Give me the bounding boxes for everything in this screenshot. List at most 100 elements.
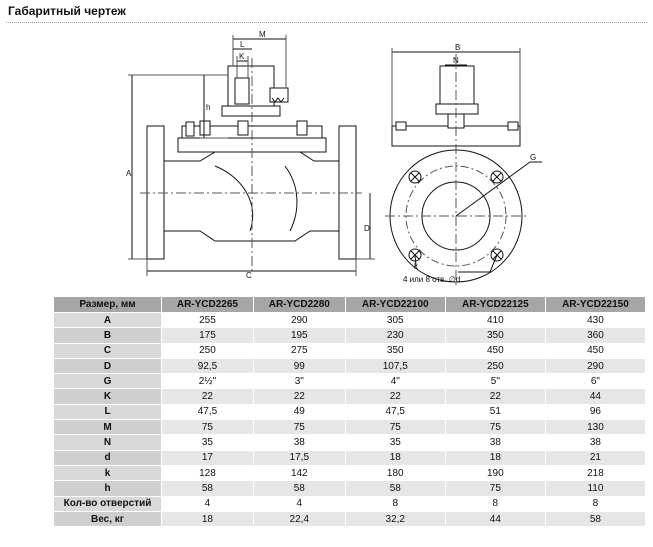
table-cell: 142 <box>252 464 346 482</box>
table-row: K 22 22 22 22 44 <box>53 388 647 405</box>
table-row-label: G <box>53 373 162 390</box>
table-cell: 47,5 <box>161 403 254 421</box>
table-header-cell: AR-YCD22150 <box>544 296 647 313</box>
table-cell: 8 <box>544 495 647 512</box>
dim-label-l: L <box>240 40 245 49</box>
table-cell: 51 <box>444 403 546 421</box>
dim-label-d-upper: D <box>364 224 370 233</box>
table-cell: 175 <box>161 327 254 344</box>
table-row-label: N <box>53 434 162 451</box>
table-cell: 17,5 <box>252 449 346 466</box>
table-cell: 195 <box>252 327 346 344</box>
table-header-row: Размер, мм AR-YCD2265 AR-YCD2280 AR-YCD2… <box>53 296 647 313</box>
table-row: Вес, кг 18 22,4 32,2 44 58 <box>53 510 647 528</box>
dim-label-g: G <box>530 153 536 162</box>
table-row-label: L <box>53 403 162 421</box>
table-row-label: D <box>53 357 162 375</box>
dim-label-b: B <box>455 43 460 52</box>
table-row-label: K <box>53 388 162 405</box>
table-cell: 6" <box>544 373 647 390</box>
table-header-cell: AR-YCD2280 <box>252 296 346 313</box>
table-cell: 350 <box>444 327 546 344</box>
table-cell: 75 <box>444 419 546 436</box>
table-cell: 18 <box>444 449 546 466</box>
table-cell: 430 <box>544 311 647 329</box>
table-cell: 255 <box>161 311 254 329</box>
table-cell: 58 <box>544 510 647 528</box>
dimensions-table: Размер, мм AR-YCD2265 AR-YCD2280 AR-YCD2… <box>53 296 647 528</box>
table-cell: 275 <box>252 342 346 359</box>
end-view <box>385 48 542 286</box>
table-header-cell: AR-YCD22100 <box>344 296 446 313</box>
table-row: A 255 290 305 410 430 <box>53 311 647 329</box>
table-cell: 218 <box>544 464 647 482</box>
table-cell: 58 <box>161 480 254 497</box>
table-cell: 110 <box>544 480 647 497</box>
dim-label-a: A <box>126 169 132 178</box>
table-cell: 49 <box>252 403 346 421</box>
table-cell: 8 <box>444 495 546 512</box>
table-cell: 22 <box>444 388 546 405</box>
side-view <box>128 35 375 276</box>
table-row: L 47,5 49 47,5 51 96 <box>53 403 647 421</box>
dim-label-h: h <box>206 103 210 112</box>
dim-label-c: C <box>246 271 252 280</box>
table-cell: 22 <box>344 388 446 405</box>
table-row-label: B <box>53 327 162 344</box>
table-cell: 18 <box>344 449 446 466</box>
table-cell: 47,5 <box>344 403 446 421</box>
table-cell: 130 <box>544 419 647 436</box>
holes-label: 4 или 8 отв. ∅d <box>403 275 460 284</box>
table-cell: 305 <box>344 311 446 329</box>
table-cell: 44 <box>544 388 647 405</box>
table-cell: 180 <box>344 464 446 482</box>
table-header-cell: AR-YCD2265 <box>161 296 254 313</box>
table-cell: 21 <box>544 449 647 466</box>
table-cell: 107,5 <box>344 357 446 375</box>
table-cell: 17 <box>161 449 254 466</box>
table-cell: 290 <box>252 311 346 329</box>
heading-divider <box>6 22 647 24</box>
table-cell: 128 <box>161 464 254 482</box>
table-cell: 18 <box>161 510 254 528</box>
table-row-label: Кол-во отверстий <box>53 495 162 512</box>
table-cell: 22,4 <box>252 510 346 528</box>
table-cell: 58 <box>252 480 346 497</box>
table-row: B 175 195 230 350 360 <box>53 327 647 344</box>
table-cell: 44 <box>444 510 546 528</box>
table-cell: 290 <box>544 357 647 375</box>
table-cell: 99 <box>252 357 346 375</box>
table-cell: 190 <box>444 464 546 482</box>
table-cell: 75 <box>252 419 346 436</box>
table-cell: 75 <box>161 419 254 436</box>
table-cell: 410 <box>444 311 546 329</box>
table-cell: 75 <box>444 480 546 497</box>
table-row-label: h <box>53 480 162 497</box>
table-cell: 450 <box>544 342 647 359</box>
table-cell: 450 <box>444 342 546 359</box>
table-row: G 2½" 3" 4" 5" 6" <box>53 373 647 390</box>
table-row-label: A <box>53 311 162 329</box>
table-header-cell: Размер, мм <box>53 296 162 313</box>
table-cell: 92,5 <box>161 357 254 375</box>
table-cell: 2½" <box>161 373 254 390</box>
table-cell: 250 <box>161 342 254 359</box>
table-header-cell: AR-YCD22125 <box>444 296 546 313</box>
table-row: k 128 142 180 190 218 <box>53 464 647 482</box>
table-row-label: Вес, кг <box>53 510 162 528</box>
table-cell: 8 <box>344 495 446 512</box>
dim-label-n: N <box>453 56 459 65</box>
table-cell: 360 <box>544 327 647 344</box>
table-row-label: d <box>53 449 162 466</box>
table-row: M 75 75 75 75 130 <box>53 419 647 436</box>
table-cell: 4 <box>252 495 346 512</box>
table-cell: 38 <box>544 434 647 451</box>
table-cell: 22 <box>161 388 254 405</box>
table-cell: 58 <box>344 480 446 497</box>
table-row: Кол-во отверстий 4 4 8 8 8 <box>53 495 647 512</box>
table-cell: 35 <box>161 434 254 451</box>
table-cell: 38 <box>252 434 346 451</box>
table-cell: 4 <box>161 495 254 512</box>
table-row: C 250 275 350 450 450 <box>53 342 647 359</box>
table-cell: 38 <box>444 434 546 451</box>
